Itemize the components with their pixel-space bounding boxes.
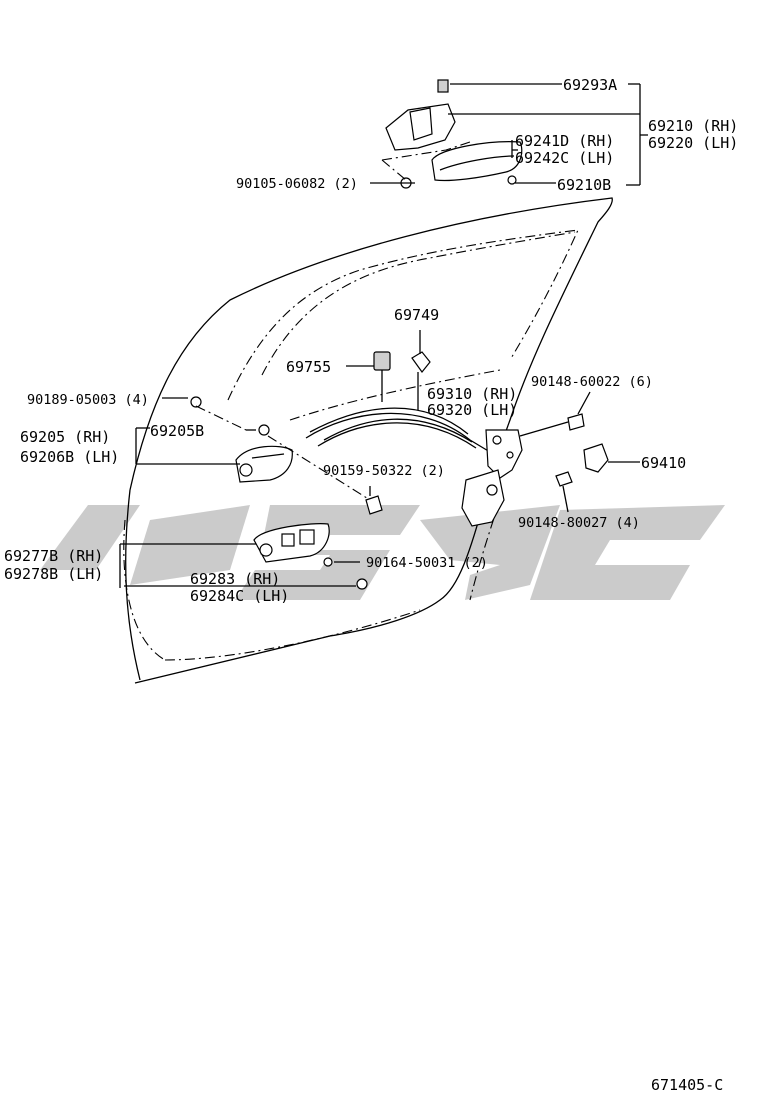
lock-rod-assembly bbox=[305, 330, 491, 453]
label-69283: 69283 (RH) bbox=[190, 570, 280, 588]
label-69278B: 69278B (LH) bbox=[4, 565, 103, 583]
label-90105: 90105-06082 (2) bbox=[236, 176, 358, 192]
label-69320: 69320 (LH) bbox=[427, 401, 517, 419]
figure-id: 671405-C bbox=[651, 1076, 723, 1094]
label-69277B: 69277B (RH) bbox=[4, 547, 103, 565]
label-69284C: 69284C (LH) bbox=[190, 587, 289, 605]
door-lock-assembly bbox=[461, 421, 569, 527]
label-69210: 69210 (RH) bbox=[648, 117, 738, 135]
screws-right bbox=[555, 391, 640, 513]
label-69410: 69410 bbox=[641, 454, 686, 472]
inside-handle bbox=[135, 396, 371, 501]
label-69293A: 69293A bbox=[563, 76, 617, 94]
label-69205B: 69205B bbox=[150, 422, 204, 440]
label-69241D: 69241D (RH) bbox=[515, 132, 614, 150]
label-69220: 69220 (LH) bbox=[648, 134, 738, 152]
label-69210B: 69210B bbox=[557, 176, 611, 194]
label-90148-80027: 90148-80027 (4) bbox=[518, 515, 640, 531]
door-outline bbox=[123, 197, 613, 684]
label-69242C: 69242C (LH) bbox=[515, 149, 614, 167]
label-69755: 69755 bbox=[286, 358, 331, 376]
label-90159: 90159-50322 (2) bbox=[323, 463, 445, 479]
label-90164: 90164-50031 (2) bbox=[366, 555, 488, 571]
leader-lines-top bbox=[370, 83, 648, 186]
label-69310: 69310 (RH) bbox=[427, 385, 517, 403]
label-90148-60022: 90148-60022 (6) bbox=[531, 374, 653, 390]
label-69206B: 69206B (LH) bbox=[20, 448, 119, 466]
handle-bezel bbox=[119, 523, 368, 590]
screw-90159 bbox=[365, 486, 383, 515]
part-labels: 69293A 69210 (RH) 69220 (LH) 69241D (RH)… bbox=[4, 76, 738, 1094]
outside-handle-assembly bbox=[381, 79, 523, 189]
label-90189: 90189-05003 (4) bbox=[27, 392, 149, 408]
label-69749: 69749 bbox=[394, 306, 439, 324]
label-69205: 69205 (RH) bbox=[20, 428, 110, 446]
